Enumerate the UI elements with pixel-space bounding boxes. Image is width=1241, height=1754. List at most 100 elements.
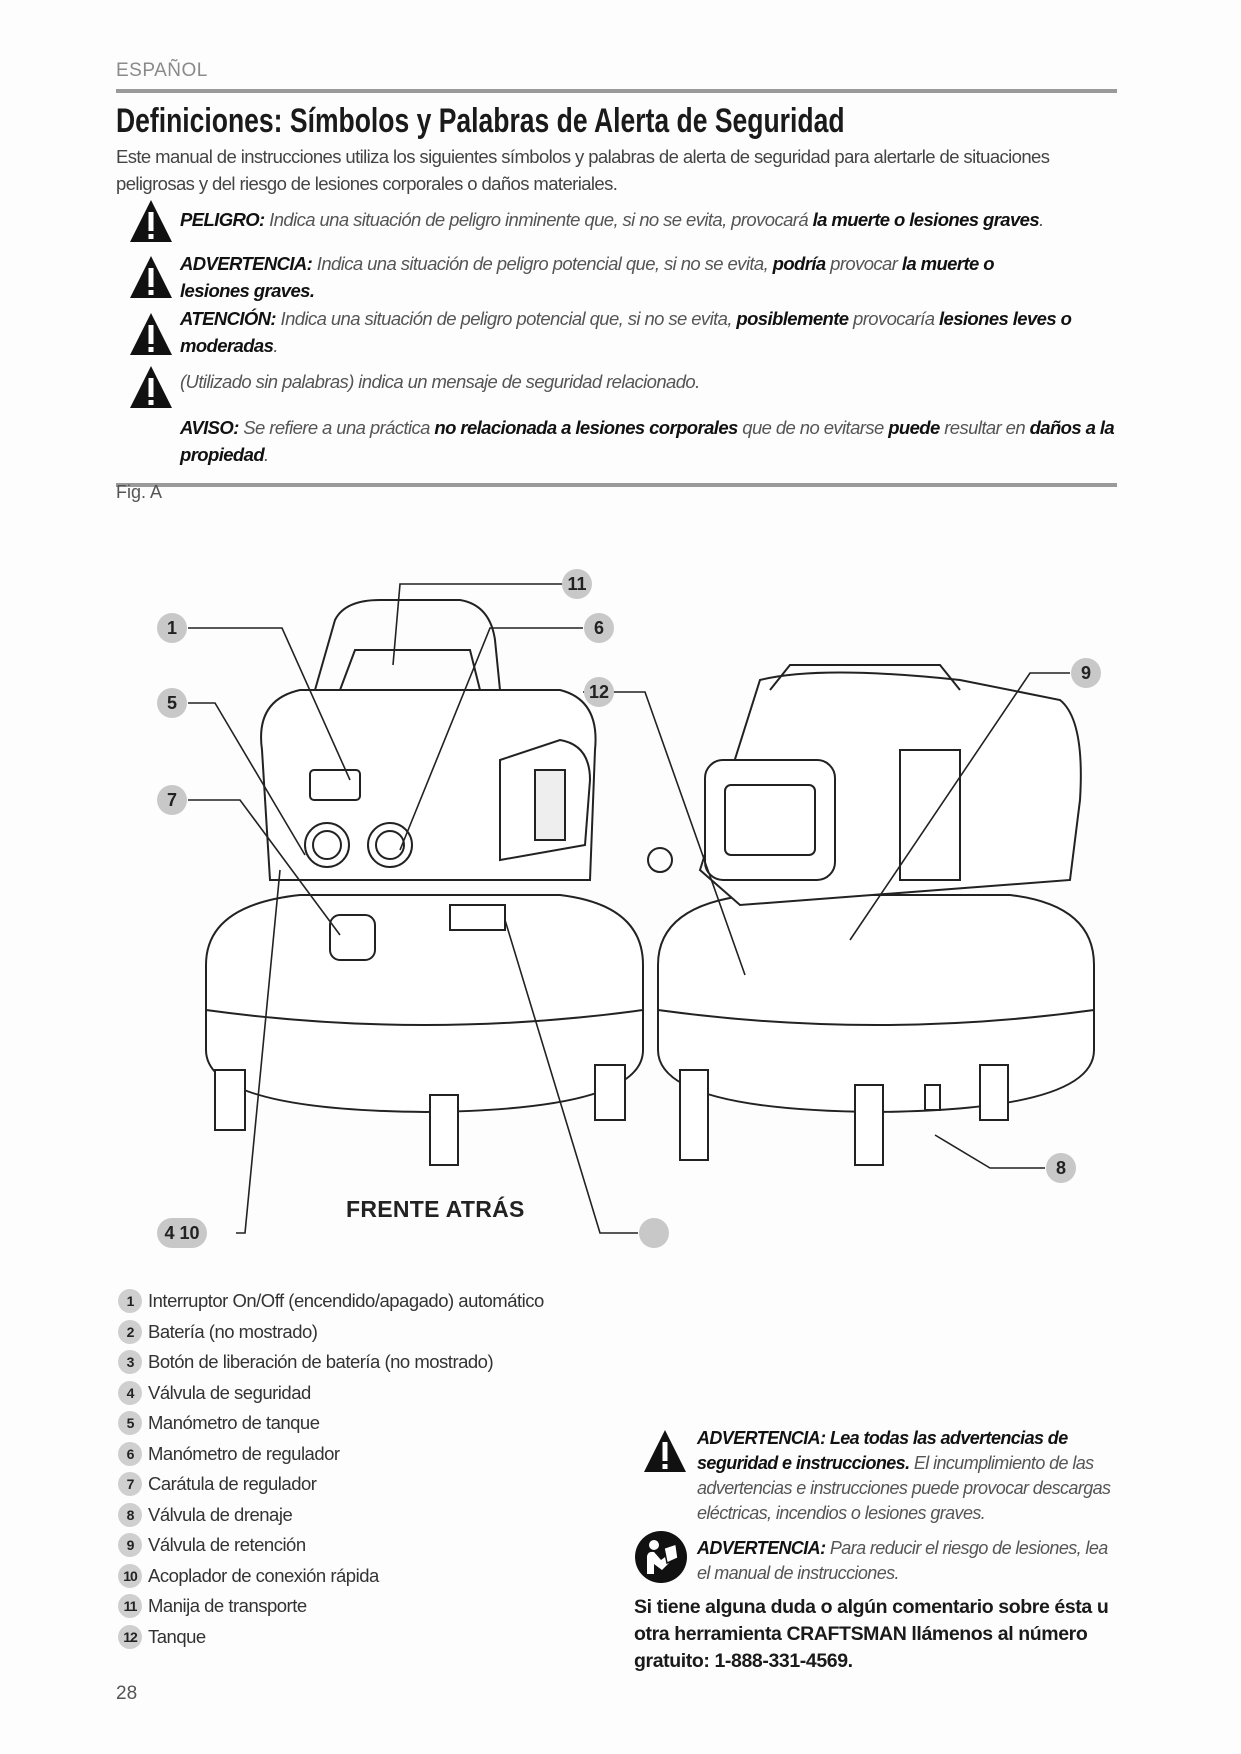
page-number: 28 <box>116 1683 138 1704</box>
warning-advertencia: ADVERTENCIA: Indica una situación de pel… <box>180 250 1020 304</box>
emphasis-text: ATENCIÓN: <box>180 308 277 329</box>
body-text: El incumplimiento de las advertencias e … <box>697 1453 1111 1523</box>
warning-peligro: PELIGRO: Indica una situación de peligro… <box>180 206 1115 233</box>
page-title: Definiciones: Símbolos y Palabras de Ale… <box>116 102 845 140</box>
body-text: resultar en <box>939 417 1030 438</box>
list-item: 10 Acoplador de conexión rápida <box>118 1561 544 1592</box>
language-label: ESPAÑOL <box>116 60 208 81</box>
read-warnings-notice: ADVERTENCIA: Lea todas las advertencias … <box>697 1426 1117 1526</box>
item-label: Botón de liberación de batería (no mostr… <box>148 1351 494 1373</box>
warning-triangle-icon <box>130 200 172 242</box>
emphasis-text: ADVERTENCIA: <box>180 253 313 274</box>
item-number: 11 <box>118 1594 142 1619</box>
callout-5: 5 <box>157 688 187 718</box>
item-number: 7 <box>118 1472 142 1497</box>
item-number: 1 <box>118 1289 142 1314</box>
emphasis-text: la muerte o lesiones graves <box>812 209 1040 230</box>
leader-lines <box>188 583 1070 1234</box>
item-number: 10 <box>118 1563 142 1588</box>
section-divider <box>116 483 1117 487</box>
read-manual-icon <box>635 1531 687 1583</box>
body-text: . <box>1039 209 1044 230</box>
warning-triangle-icon <box>130 256 172 298</box>
callout-blank <box>639 1218 669 1248</box>
item-label: Acoplador de conexión rápida <box>148 1564 379 1586</box>
item-label: Interruptor On/Off (encendido/apagado) a… <box>148 1290 544 1312</box>
warning-triangle-icon <box>130 313 172 355</box>
emphasis-text: podría <box>772 253 827 274</box>
list-item: 7 Carátula de regulador <box>118 1469 544 1500</box>
list-item: 9 Válvula de retención <box>118 1530 544 1561</box>
item-label: Manómetro de tanque <box>148 1412 320 1434</box>
item-number: 8 <box>118 1502 142 1527</box>
emphasis-text: no relacionada a lesiones corporales <box>434 417 738 438</box>
callout-11: 11 <box>562 569 592 599</box>
contact-info: Si tiene alguna duda o algún comentario … <box>634 1596 1109 1672</box>
emphasis-text: posiblemente <box>736 308 849 329</box>
item-label: Válvula de seguridad <box>148 1381 311 1403</box>
compressor-illustration <box>188 583 1095 1234</box>
callout-6: 6 <box>584 613 614 643</box>
warning-triangle-icon <box>130 366 172 408</box>
item-number: 9 <box>118 1533 142 1558</box>
emphasis-text: lesiones leves o moderadas <box>180 308 1072 356</box>
emphasis-text: PELIGRO: <box>180 209 265 230</box>
parts-list: 1 Interruptor On/Off (encendido/apagado) … <box>118 1286 544 1652</box>
list-item: 11 Manija de transporte <box>118 1591 544 1622</box>
callout-8: 8 <box>1046 1153 1076 1183</box>
intro-paragraph: Este manual de instrucciones utiliza los… <box>116 146 1050 194</box>
body-text: Indica una situación de peligro inminent… <box>264 209 813 230</box>
warning-atencion: ATENCIÓN: Indica una situación de peligr… <box>180 305 1100 359</box>
list-item: 1 Interruptor On/Off (encendido/apagado) … <box>118 1286 544 1317</box>
body-text: Indica una situación de peligro potencia… <box>276 308 737 329</box>
list-item: 6 Manómetro de regulador <box>118 1439 544 1470</box>
back-compressor <box>647 664 1095 1166</box>
body-text: Indica una situación de peligro potencia… <box>312 253 773 274</box>
callout-1: 1 <box>157 613 187 643</box>
item-label: Válvula de retención <box>148 1534 306 1556</box>
body-text: provocar <box>825 253 902 274</box>
emphasis-text: puede <box>888 417 940 438</box>
warning-sin-palabras: (Utilizado sin palabras) indica un mensa… <box>180 368 1115 395</box>
item-label: Válvula de drenaje <box>148 1503 293 1525</box>
list-item: 5 Manómetro de tanque <box>118 1408 544 1439</box>
callout-7: 7 <box>157 785 187 815</box>
list-item: 12 Tanque <box>118 1622 544 1653</box>
callout-12: 12 <box>584 677 614 707</box>
emphasis-text: la muerte o lesiones graves. <box>180 253 995 301</box>
callout-4-10: 4 10 <box>157 1218 207 1248</box>
body-text: que de no evitarse <box>737 417 889 438</box>
item-number: 12 <box>118 1624 142 1649</box>
body-text: (Utilizado sin palabras) indica un mensa… <box>180 371 700 392</box>
list-item: 2 Batería (no mostrado) <box>118 1317 544 1348</box>
warning-triangle-icon <box>644 1430 686 1472</box>
body-text: . <box>264 444 269 465</box>
figure-caption: FRENTE ATRÁS <box>346 1196 525 1222</box>
item-label: Carátula de regulador <box>148 1473 317 1495</box>
body-text: Se refiere a una práctica <box>238 417 435 438</box>
item-label: Tanque <box>148 1625 206 1647</box>
emphasis-text: AVISO: <box>180 417 239 438</box>
emphasis-text: ADVERTENCIA: Lea todas las advertencias … <box>697 1428 1068 1473</box>
item-label: Manómetro de regulador <box>148 1442 340 1464</box>
item-label: Manija de transporte <box>148 1595 307 1617</box>
header-divider <box>116 89 1117 93</box>
read-manual-notice: ADVERTENCIA: Para reducir el riesgo de l… <box>697 1536 1117 1586</box>
item-number: 3 <box>118 1350 142 1375</box>
emphasis-text: ADVERTENCIA: <box>697 1538 826 1558</box>
figure-label: Fig. A <box>116 482 163 502</box>
item-number: 2 <box>118 1319 142 1344</box>
body-text: Para reducir el riesgo de lesiones, lea … <box>697 1538 1108 1583</box>
list-item: 3 Botón de liberación de batería (no most… <box>118 1347 544 1378</box>
warning-aviso: AVISO: Se refiere a una práctica no rela… <box>180 414 1120 468</box>
list-item: 8 Válvula de drenaje <box>118 1500 544 1531</box>
item-number: 5 <box>118 1411 142 1436</box>
callout-9: 9 <box>1071 658 1101 688</box>
emphasis-text: daños a la propiedad <box>180 417 1115 465</box>
body-text: provocaría <box>848 308 939 329</box>
item-label: Batería (no mostrado) <box>148 1320 318 1342</box>
front-compressor <box>205 599 644 1166</box>
item-number: 6 <box>118 1441 142 1466</box>
body-text: . <box>273 335 278 356</box>
